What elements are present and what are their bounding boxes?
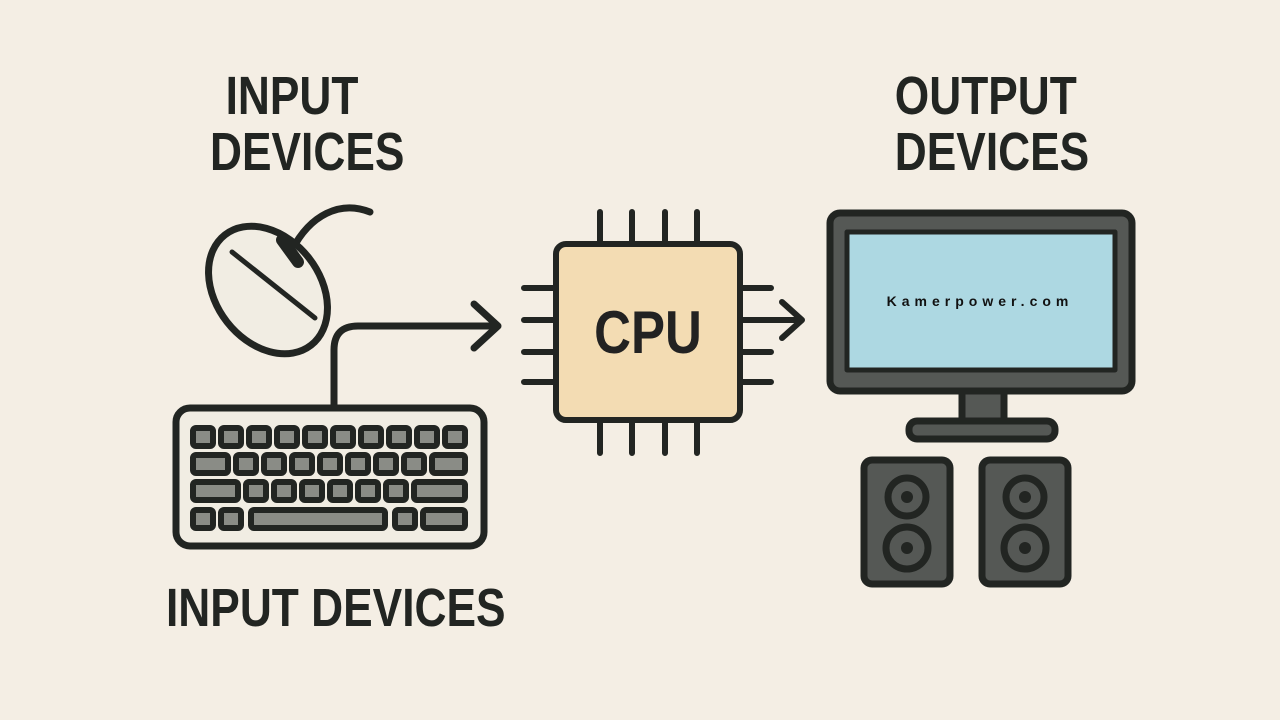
keyboard-key — [383, 479, 409, 503]
keyboard-key — [299, 479, 325, 503]
keyboard-key — [386, 425, 412, 449]
keyboard-key — [246, 425, 272, 449]
monitor-icon — [826, 209, 1136, 443]
output-heading-line1: OUTPUT — [894, 66, 1077, 126]
keyboard-key — [414, 425, 440, 449]
mouse-icon — [205, 204, 374, 358]
keyboard-key — [248, 507, 388, 531]
keyboard-key — [420, 507, 468, 531]
keyboard-key — [345, 452, 371, 476]
keyboard-key — [330, 425, 356, 449]
keyboard-key — [392, 507, 418, 531]
keyboard-key — [302, 425, 328, 449]
keyboard-key — [190, 425, 216, 449]
keyboard-key — [261, 452, 287, 476]
keyboard-key — [442, 425, 468, 449]
keyboard-key — [429, 452, 468, 476]
keyboard-key — [243, 479, 269, 503]
output-arrow — [737, 299, 805, 341]
keyboard-keys — [190, 425, 468, 531]
keyboard-key — [401, 452, 427, 476]
keyboard-key — [289, 452, 315, 476]
cpu-chip-icon — [521, 209, 805, 456]
keyboard-key — [355, 479, 381, 503]
input-heading-line1: INPUT — [225, 66, 359, 126]
keyboard-key — [218, 507, 244, 531]
keyboard-key — [218, 425, 244, 449]
speakers-icon — [860, 456, 1072, 588]
keyboard-key — [190, 479, 241, 503]
keyboard-key — [233, 452, 259, 476]
keyboard-key — [274, 425, 300, 449]
keyboard-key — [327, 479, 353, 503]
input-heading-line2: DEVICES — [210, 122, 405, 182]
keyboard-key — [358, 425, 384, 449]
keyboard-key — [190, 452, 231, 476]
output-devices-heading: OUTPUT DEVICES — [894, 66, 1090, 182]
keyboard-key — [373, 452, 399, 476]
keyboard-key — [317, 452, 343, 476]
keyboard-key — [190, 507, 216, 531]
cpu-label: CPU — [594, 299, 702, 366]
input-devices-heading: INPUT DEVICES — [210, 66, 405, 182]
input-devices-caption: INPUT DEVICES — [166, 578, 506, 638]
screen-text: Kamerpower.com — [887, 293, 1074, 309]
keyboard-key — [271, 479, 297, 503]
output-heading-line2: DEVICES — [894, 122, 1090, 182]
keyboard-key — [411, 479, 468, 503]
input-arrow — [330, 300, 502, 409]
